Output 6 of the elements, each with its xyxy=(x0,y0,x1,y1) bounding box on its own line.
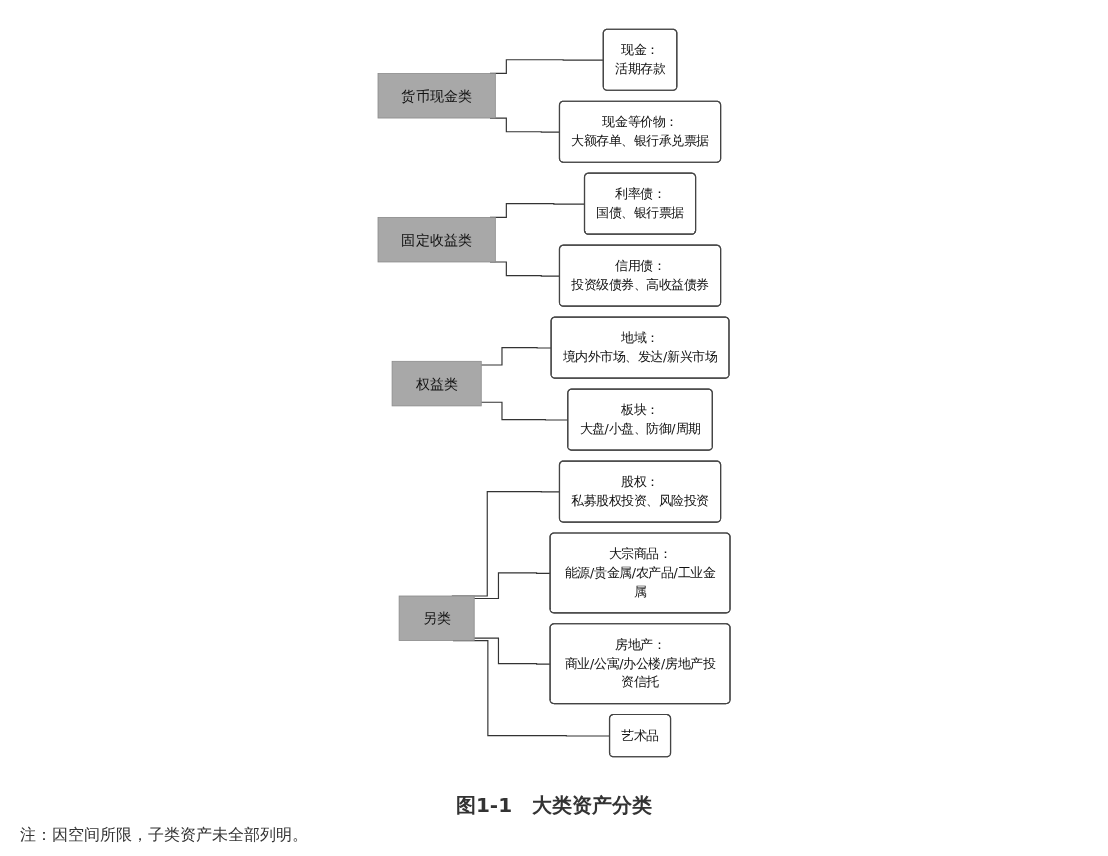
node-box: 另类 xyxy=(398,595,475,641)
node-box: 权益类 xyxy=(391,360,482,407)
footnote: 注：因空间所限，子类资产未全部列明。 xyxy=(20,825,308,846)
node-box: 货币现金类 xyxy=(377,73,496,119)
node-box: 固定收益类 xyxy=(377,217,496,263)
figure-caption: 图1-1 大类资产分类 xyxy=(455,792,653,819)
